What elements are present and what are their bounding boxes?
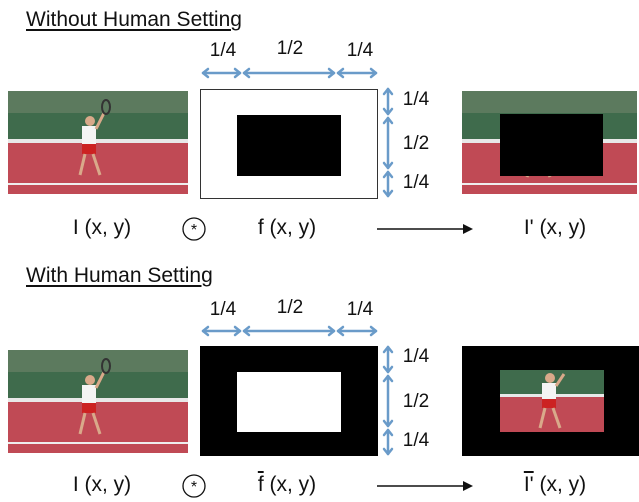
filter-box-outer (200, 346, 378, 456)
side-fraction-middle: 1/2 (402, 133, 430, 154)
filter-symbol: f (257, 216, 264, 239)
side-fraction-top: 1/4 (402, 346, 430, 367)
output-symbol: I' (523, 216, 534, 239)
filter-args: (x, y) (263, 216, 317, 239)
tennis-player-image (462, 91, 637, 194)
top-fraction-middle: 1/2 (276, 38, 304, 59)
filter-symbol: f (257, 473, 264, 496)
top-fraction-middle: 1/2 (276, 297, 304, 318)
output-args: (x, y) (533, 216, 587, 239)
side-fraction-top: 1/4 (402, 89, 430, 110)
filter-label: f (x, y) (232, 473, 342, 497)
top-fraction-right: 1/4 (346, 299, 374, 320)
tennis-player-image (8, 350, 188, 453)
side-fraction-middle: 1/2 (402, 391, 430, 412)
filter-box-outer (200, 89, 378, 199)
top-fraction-left: 1/4 (209, 40, 237, 61)
output-symbol: I' (523, 473, 534, 496)
top-fraction-left: 1/4 (209, 299, 237, 320)
circled-asterisk-icon: * (182, 474, 206, 498)
circled-asterisk-icon: * (182, 217, 206, 241)
output-image (462, 346, 639, 456)
vertical-dimension-arrows (382, 345, 394, 456)
vertical-dimension-arrows (382, 87, 394, 198)
input-label: I (x, y) (72, 473, 132, 496)
side-fraction-bottom: 1/4 (402, 172, 430, 193)
section-heading-with: With Human Setting (26, 264, 213, 287)
input-label: I (x, y) (72, 216, 132, 239)
top-fraction-right: 1/4 (346, 40, 374, 61)
operator-symbol: * (191, 222, 197, 239)
horizontal-dimension-arrows (201, 325, 378, 337)
filter-box-inner (237, 115, 341, 176)
operator-symbol: * (191, 479, 197, 496)
filter-args: (x, y) (263, 473, 317, 496)
output-args: (x, y) (533, 473, 587, 496)
filter-box-inner (237, 372, 341, 432)
horizontal-dimension-arrows (201, 67, 378, 79)
input-image (8, 91, 188, 194)
output-image (462, 91, 637, 194)
right-arrow-icon (377, 481, 473, 491)
filter-label: f (x, y) (232, 216, 342, 240)
output-label: I' (x, y) (500, 473, 610, 497)
input-image (8, 350, 188, 453)
tennis-player-image (500, 370, 604, 432)
side-fraction-bottom: 1/4 (402, 430, 430, 451)
section-heading-without: Without Human Setting (26, 8, 242, 31)
tennis-player-image (8, 91, 188, 194)
output-label: I' (x, y) (500, 216, 610, 240)
right-arrow-icon (377, 224, 473, 234)
